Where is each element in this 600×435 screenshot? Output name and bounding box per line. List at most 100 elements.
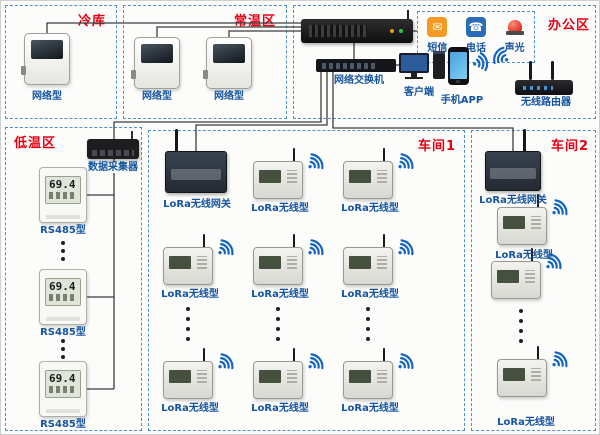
antenna bbox=[530, 248, 533, 262]
device-label-lora-node: LoRa无线型 bbox=[341, 289, 399, 300]
antenna bbox=[523, 129, 526, 153]
lora-node bbox=[253, 234, 303, 285]
antenna bbox=[382, 234, 385, 248]
wifi-signal-icon bbox=[301, 147, 332, 178]
gateway-body bbox=[485, 151, 541, 191]
monitor-stand bbox=[411, 73, 417, 77]
antenna bbox=[175, 129, 178, 153]
antenna bbox=[292, 348, 295, 362]
node-screen bbox=[503, 216, 525, 229]
node-grill bbox=[377, 256, 387, 269]
device-label-network-sensor: 网络型 bbox=[214, 91, 244, 102]
node-screen bbox=[503, 368, 525, 381]
device-label-lora-gateway: LoRa无线网关 bbox=[479, 195, 547, 206]
gateway-body bbox=[165, 151, 227, 193]
zone-label-cold: 冷库 bbox=[77, 14, 106, 29]
antenna bbox=[536, 346, 539, 360]
sms-label: 短信 bbox=[427, 43, 448, 54]
antenna bbox=[551, 61, 554, 80]
wireless-router bbox=[515, 61, 573, 95]
node-grill bbox=[197, 256, 207, 269]
device-label-lora-node: LoRa无线型 bbox=[161, 289, 219, 300]
network-sensor bbox=[131, 33, 183, 91]
device-label-mobile-app: 手机APP bbox=[440, 95, 484, 106]
client-pc bbox=[399, 51, 445, 85]
device-label-lora-node: LoRa无线型 bbox=[161, 403, 219, 414]
sensor-footer bbox=[46, 317, 80, 321]
node-grill bbox=[287, 370, 297, 383]
network-sensor bbox=[21, 29, 73, 87]
lcd-temperature-value: 69.4 bbox=[49, 372, 76, 385]
wifi-signal-icon bbox=[545, 345, 576, 376]
lora-node bbox=[253, 148, 303, 199]
zone-label-workshop2: 车间2 bbox=[550, 139, 589, 154]
wifi-signal-icon bbox=[469, 49, 496, 76]
zone-workshop2: 车间2 bbox=[471, 130, 596, 431]
node-screen bbox=[259, 170, 281, 183]
device-label-network-sensor: 网络型 bbox=[142, 91, 172, 102]
device-label-lora-node: LoRa无线型 bbox=[251, 403, 309, 414]
monitoring-server bbox=[301, 10, 413, 43]
device-label-lora-node: LoRa无线型 bbox=[251, 289, 309, 300]
ellipsis-more-nodes bbox=[186, 307, 190, 341]
node-grill bbox=[531, 216, 541, 229]
lora-node bbox=[343, 148, 393, 199]
pc-tower-icon bbox=[433, 51, 445, 79]
zone-office: 办公区 bbox=[293, 5, 596, 119]
device-label-lora-node: LoRa无线型 bbox=[251, 203, 309, 214]
wifi-signal-icon bbox=[301, 233, 332, 264]
lora-node bbox=[491, 248, 541, 299]
sensor-port bbox=[203, 70, 208, 79]
zone-label-low: 低温区 bbox=[14, 136, 57, 151]
wifi-signal-icon bbox=[485, 41, 515, 71]
alarm-beacon-icon bbox=[505, 17, 525, 37]
server-leds bbox=[399, 29, 403, 33]
phone-home-button bbox=[456, 80, 460, 83]
lora-node bbox=[343, 348, 393, 399]
node-grill bbox=[531, 368, 541, 381]
monitor-base bbox=[405, 77, 423, 79]
alert-sound-light: 声光 bbox=[505, 17, 525, 54]
switch-ports bbox=[322, 63, 378, 69]
ellipsis-more-nodes bbox=[519, 309, 523, 343]
antenna bbox=[292, 234, 295, 248]
lcd-display: 69.4 bbox=[45, 370, 81, 398]
node-screen bbox=[169, 370, 191, 383]
lcd-temperature-value: 69.4 bbox=[49, 280, 76, 293]
device-label-router: 无线路由器 bbox=[521, 97, 571, 108]
wifi-signal-icon bbox=[211, 233, 242, 264]
alert-sms: ✉ 短信 bbox=[427, 17, 448, 54]
telephone-label: 电话 bbox=[465, 43, 486, 54]
antenna bbox=[407, 10, 409, 19]
device-label-data-collector: 数据采集器 bbox=[88, 162, 138, 173]
device-label-lora-node: LoRa无线型 bbox=[341, 403, 399, 414]
sensor-port bbox=[21, 66, 26, 75]
antenna bbox=[382, 348, 385, 362]
server-vents bbox=[309, 25, 367, 37]
device-label-lora-node: LoRa无线型 bbox=[341, 203, 399, 214]
antenna bbox=[529, 61, 532, 80]
antenna bbox=[536, 194, 539, 208]
wifi-signal-icon bbox=[301, 347, 332, 378]
zone-workshop1: 车间1 bbox=[148, 130, 465, 431]
alert-telephone: ☎ 电话 bbox=[465, 17, 486, 54]
lcd-temperature-value: 69.4 bbox=[49, 178, 76, 191]
sensor-port bbox=[131, 70, 136, 79]
device-label-lora-node: LoRa无线型 bbox=[497, 417, 555, 428]
smartphone-icon bbox=[448, 47, 469, 85]
zone-cold-storage: 冷库 bbox=[5, 5, 117, 119]
antenna bbox=[131, 131, 133, 139]
zone-label-office: 办公区 bbox=[547, 18, 590, 33]
lora-node bbox=[253, 348, 303, 399]
zone-label-workshop1: 车间1 bbox=[417, 139, 456, 154]
data-collector bbox=[87, 131, 139, 159]
sound-light-label: 声光 bbox=[504, 43, 525, 54]
lora-node bbox=[497, 194, 547, 245]
rs485-sensor: 69.4 bbox=[39, 167, 87, 223]
wifi-signal-icon bbox=[539, 247, 570, 278]
ellipsis-more-nodes bbox=[276, 307, 280, 341]
alert-methods-box: ✉ 短信 ☎ 电话 声光 bbox=[417, 11, 535, 63]
device-label-rs485: RS485型 bbox=[40, 225, 86, 236]
zone-low-temp: 低温区 bbox=[5, 127, 142, 431]
